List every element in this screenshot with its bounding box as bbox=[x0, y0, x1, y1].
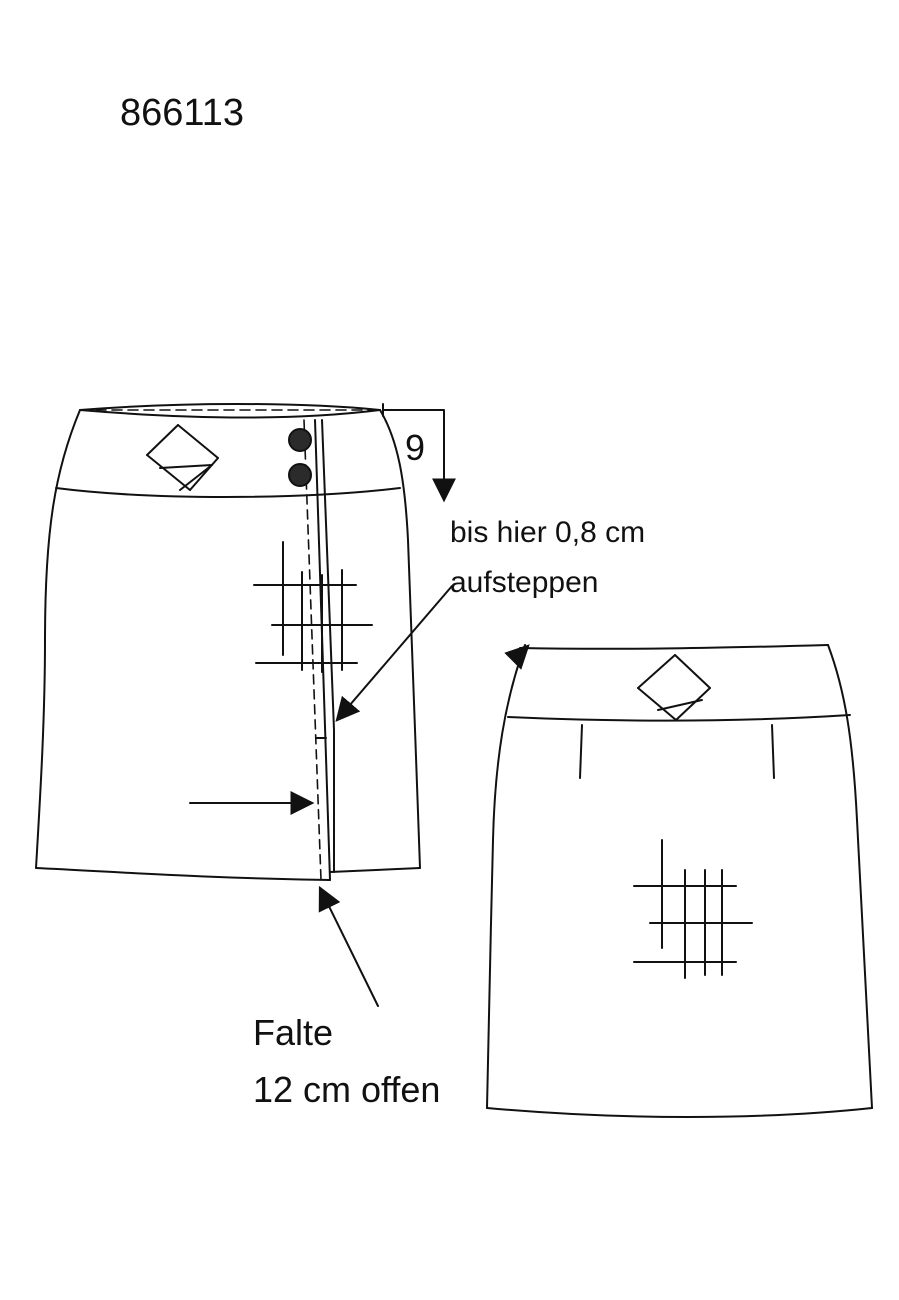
back-waist-top bbox=[519, 644, 829, 650]
back-waist-corner-mark bbox=[504, 644, 530, 670]
fold-note-line1: Falte bbox=[253, 1012, 334, 1053]
back-left-side-seam bbox=[486, 644, 526, 1109]
front-left-side-seam bbox=[35, 409, 81, 869]
front-hem-right bbox=[329, 867, 421, 873]
front-waistband-top bbox=[79, 403, 381, 411]
article-number: 866113 bbox=[120, 92, 244, 134]
back-dart-left bbox=[579, 724, 583, 779]
front-button-upper bbox=[288, 428, 312, 452]
front-view bbox=[35, 403, 421, 881]
fold-note-line2: 12 cm offen bbox=[253, 1069, 441, 1110]
front-button-lower bbox=[288, 463, 312, 487]
back-waistband-bias-motif bbox=[637, 654, 711, 721]
topstitch-note-line2: aufsteppen bbox=[450, 566, 599, 599]
waistband-dimension-value: 9 bbox=[405, 427, 426, 468]
front-check-motif bbox=[253, 541, 373, 673]
front-wrap-topstitch bbox=[303, 419, 322, 881]
back-hem bbox=[486, 1107, 873, 1118]
fold-note-leader-arrow bbox=[318, 885, 379, 1007]
front-waistband-bottom bbox=[55, 487, 401, 498]
topstitch-note-leader-arrow bbox=[335, 585, 453, 722]
front-right-side-seam bbox=[379, 409, 421, 869]
back-view bbox=[486, 644, 873, 1118]
front-waistband-top-back bbox=[79, 409, 381, 419]
front-underlap-edge bbox=[321, 419, 335, 731]
topstitch-note-line1: bis hier 0,8 cm bbox=[450, 516, 646, 549]
back-dart-right bbox=[771, 724, 775, 779]
waistband-dimension bbox=[382, 403, 456, 503]
back-waistband-bottom bbox=[507, 714, 851, 722]
front-hem-left bbox=[35, 867, 331, 881]
back-check-motif bbox=[633, 839, 753, 979]
front-waistband-bias-motif bbox=[146, 424, 219, 491]
back-right-side-seam bbox=[827, 644, 873, 1109]
dimension-line bbox=[382, 409, 456, 503]
